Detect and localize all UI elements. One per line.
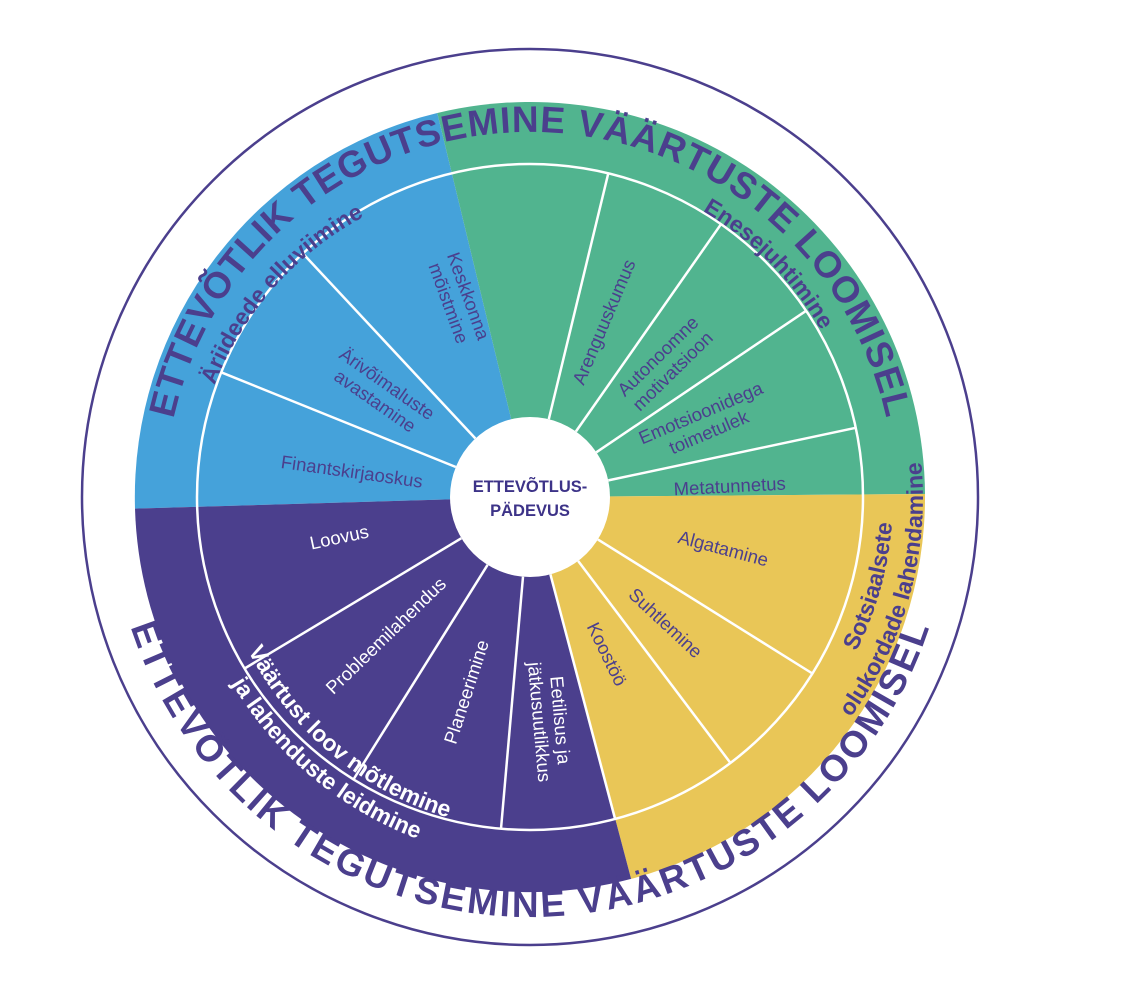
spoke-blue-green [547,173,610,420]
center-label-line-2: PÄDEVUS [490,502,570,520]
spoke-yellow-1 [597,538,814,675]
spoke-purple-3 [243,537,463,670]
spoke-yellow-purple [549,573,617,820]
spoke-blue-1 [220,371,457,469]
center-label-line-1: ETTEVÕTLUS- [473,476,588,496]
spoke-green-3 [608,426,856,482]
spoke-yellow-2 [577,560,732,764]
spoke-green-1 [574,223,723,433]
spoke-purple-2 [352,564,489,781]
inner-ring [195,162,865,832]
spoke-green-2 [595,309,807,454]
spoke-blue-2 [301,252,477,440]
purple-quadrant [135,497,632,893]
yellow-quadrant [530,494,926,879]
center-circle [450,417,610,577]
blue-quadrant [134,113,530,509]
spoke-purple-1 [499,576,525,829]
green-quadrant [437,101,925,498]
